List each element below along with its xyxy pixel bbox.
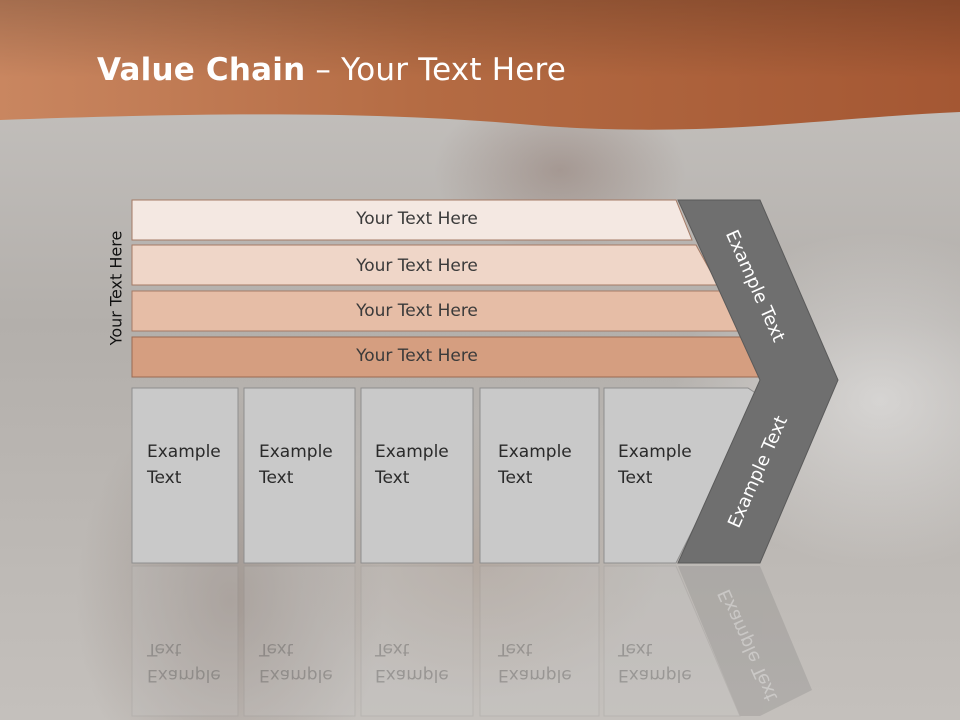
title-bold: Value Chain <box>97 52 306 88</box>
box-4-reflection: Example Text <box>498 639 572 685</box>
bar-3-label: Your Text Here <box>356 301 478 321</box>
box-1-reflection: Example Text <box>147 639 221 685</box>
box-4-label: Example Text <box>498 442 572 488</box>
box-3 <box>360 387 474 564</box>
header-band <box>0 0 960 130</box>
box-1 <box>131 387 239 564</box>
title-rest: – Your Text Here <box>305 52 567 88</box>
reflection-shapes <box>131 565 812 717</box>
bar-1 <box>131 199 693 241</box>
box-3-reflection: Example Text <box>375 639 449 685</box>
bar-4-label: Your Text Here <box>356 346 478 366</box>
box-5-label: Example Text <box>618 442 692 488</box>
box-5-reflection: Example Text <box>618 639 692 685</box>
chevron-arrow <box>677 199 839 564</box>
bar-1-label: Your Text Here <box>356 209 478 229</box>
box-1-label: Example Text <box>147 442 221 488</box>
box-2-label: Example Text <box>259 442 333 488</box>
box-3-label: Example Text <box>375 442 449 488</box>
box-2-reflection: Example Text <box>259 639 333 685</box>
bar-2-label: Your Text Here <box>356 256 478 276</box>
box-2 <box>243 387 356 564</box>
box-4 <box>479 387 600 564</box>
slide-title: Value Chain – Your Text Here <box>97 52 566 88</box>
